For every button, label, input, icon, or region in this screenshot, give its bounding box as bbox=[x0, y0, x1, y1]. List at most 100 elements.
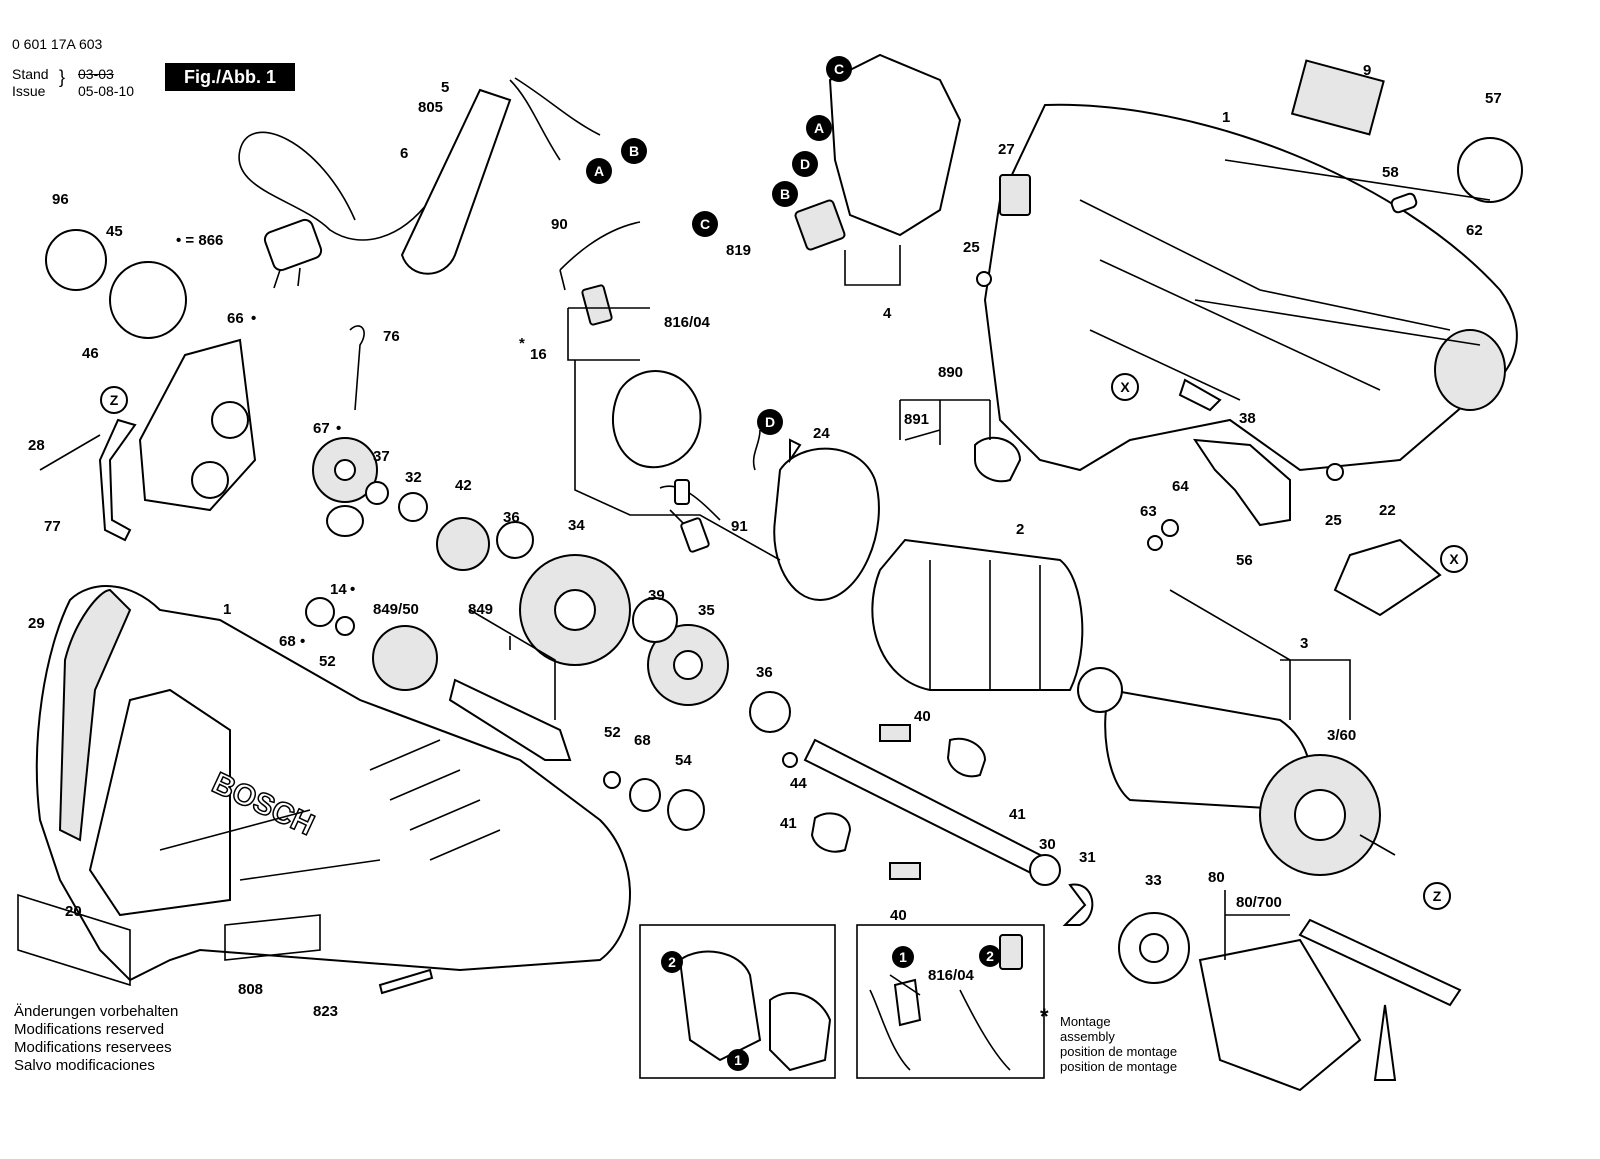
note-line: Änderungen vorbehalten bbox=[14, 1003, 179, 1020]
part-label: 1 bbox=[1222, 109, 1230, 126]
callout-circle bbox=[806, 115, 832, 141]
part-label: 823 bbox=[313, 1003, 338, 1020]
figure-label: Fig./Abb. 1 bbox=[165, 63, 295, 91]
part-label: 41 bbox=[780, 815, 797, 832]
part-label: 56 bbox=[1236, 552, 1253, 569]
part-label: 20 bbox=[65, 903, 82, 920]
part-label: 67 bbox=[313, 420, 330, 437]
callout-circle bbox=[772, 181, 798, 207]
old-date: 03-03 bbox=[78, 66, 114, 82]
part-label: 2 bbox=[1016, 521, 1024, 538]
part-label: 76 bbox=[383, 328, 400, 345]
part-label: 38 bbox=[1239, 410, 1256, 427]
part-label: 44 bbox=[790, 775, 807, 792]
callout-letter: D bbox=[800, 156, 810, 172]
part-label: 890 bbox=[938, 364, 963, 381]
part-label: * bbox=[519, 335, 525, 352]
montage-line: Montage bbox=[1060, 1014, 1111, 1029]
part-label: 77 bbox=[44, 518, 61, 535]
part-label: 62 bbox=[1466, 222, 1483, 239]
callout-circle bbox=[792, 151, 818, 177]
part-label: 52 bbox=[319, 653, 336, 670]
gearbox-plate bbox=[45, 229, 257, 512]
part-label: 3 bbox=[1300, 635, 1308, 652]
part-label: 39 bbox=[648, 587, 665, 604]
callout-letter: D bbox=[765, 414, 775, 430]
small-parts-right bbox=[904, 59, 1523, 617]
callout-letter: 1 bbox=[734, 1052, 742, 1068]
part-label: 90 bbox=[551, 216, 568, 233]
part-label: 24 bbox=[813, 425, 830, 442]
part-labels: 5 805 6 96 45 46 66 • 76 28 77 67 • 37 3… bbox=[28, 62, 1502, 1020]
callout-circle bbox=[757, 409, 783, 435]
part-label: 819 bbox=[726, 242, 751, 259]
main-housing-left: BOSCH bbox=[35, 585, 631, 982]
montage-line: assembly bbox=[1060, 1029, 1115, 1044]
part-label: 45 bbox=[106, 223, 123, 240]
montage-line: position de montage bbox=[1060, 1059, 1178, 1074]
issue-date: 05-08-10 bbox=[78, 83, 135, 99]
part-label: 9 bbox=[1363, 62, 1371, 79]
part-label: 37 bbox=[373, 448, 390, 465]
callout-circle bbox=[1423, 882, 1451, 910]
callouts: A B C A D B C D Z Z X X 1 2 bbox=[100, 56, 1468, 1071]
part-label: 3/60 bbox=[1327, 727, 1356, 744]
part-label: 46 bbox=[82, 345, 99, 362]
callout-letter: B bbox=[780, 186, 790, 202]
callout-letter: 1 bbox=[899, 949, 907, 965]
bearing-and-chuck bbox=[1062, 667, 1462, 1092]
callout-letter: A bbox=[814, 120, 824, 136]
part-label: 849 bbox=[468, 601, 493, 618]
part-label: 816/04 bbox=[928, 967, 975, 984]
legend-dot: • = 866 bbox=[176, 232, 224, 249]
part-label: 816/04 bbox=[664, 314, 711, 331]
part-label: 36 bbox=[503, 509, 520, 526]
callout-letter: X bbox=[1120, 379, 1130, 395]
callout-letter: C bbox=[700, 216, 710, 232]
callout-circle bbox=[727, 1049, 749, 1071]
callout-letter: X bbox=[1449, 551, 1459, 567]
montage-marker: * bbox=[1040, 1004, 1049, 1029]
callout-letter: Z bbox=[110, 392, 119, 408]
armature bbox=[1104, 688, 1396, 876]
part-label: 849/50 bbox=[373, 601, 419, 618]
part-label: 28 bbox=[28, 437, 45, 454]
part-label: 891 bbox=[904, 411, 929, 428]
part-label: 1 bbox=[223, 601, 231, 618]
part-label: 52 bbox=[604, 724, 621, 741]
callout-letter: Z bbox=[1433, 888, 1442, 904]
part-label: • bbox=[350, 581, 355, 598]
callout-letter: A bbox=[594, 163, 604, 179]
part-label: • bbox=[300, 633, 305, 650]
part-label: 25 bbox=[963, 239, 980, 256]
part-label: 80 bbox=[1208, 869, 1225, 886]
part-label: 22 bbox=[1379, 502, 1396, 519]
part-label: 96 bbox=[52, 191, 69, 208]
inset-boxes bbox=[639, 924, 1045, 1079]
part-label: 57 bbox=[1485, 90, 1502, 107]
part-label: 36 bbox=[756, 664, 773, 681]
part-label: 68 bbox=[634, 732, 651, 749]
callout-letter: 2 bbox=[986, 948, 994, 964]
brush-holder-assembly bbox=[581, 284, 880, 602]
note-line: Modifications reservees bbox=[14, 1039, 172, 1056]
part-label: 4 bbox=[883, 305, 892, 322]
part-label: 80/700 bbox=[1236, 894, 1282, 911]
callout-circle bbox=[1440, 545, 1468, 573]
part-label: 30 bbox=[1039, 836, 1056, 853]
callout-circle bbox=[100, 386, 128, 414]
callout-circle bbox=[826, 56, 852, 82]
gear-train bbox=[312, 437, 798, 831]
part-label: 64 bbox=[1172, 478, 1189, 495]
callout-circle bbox=[586, 158, 612, 184]
stand-label: Stand bbox=[12, 66, 49, 82]
misc-parts-left bbox=[17, 221, 802, 995]
part-label: 68 bbox=[279, 633, 296, 650]
part-label: 27 bbox=[998, 141, 1015, 158]
note-line: Modifications reserved bbox=[14, 1021, 165, 1038]
note-line: Salvo modificaciones bbox=[14, 1057, 155, 1074]
part-label: 29 bbox=[28, 615, 45, 632]
field-coil bbox=[871, 538, 1084, 691]
callout-circle bbox=[661, 951, 683, 973]
